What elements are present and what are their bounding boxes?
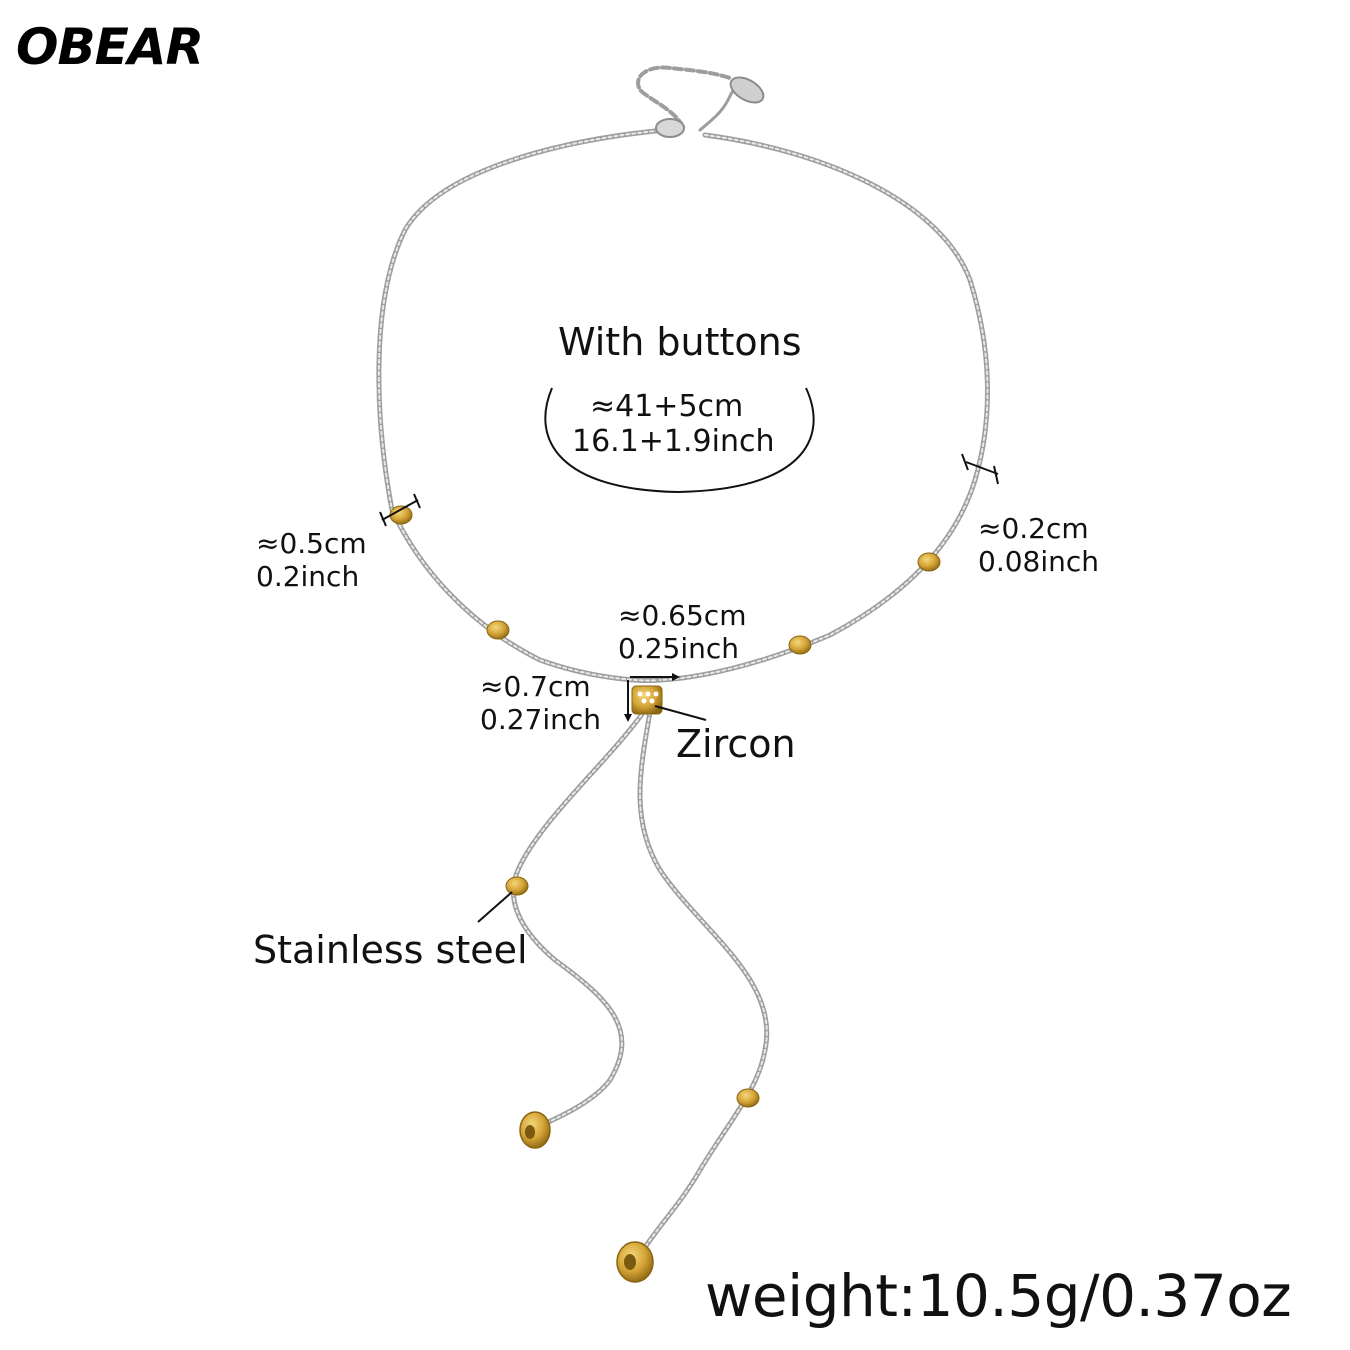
dimension-cm: ≈0.65cm [618, 599, 747, 632]
dimension-cm: ≈0.2cm [978, 512, 1089, 545]
material-callout: Stainless steel [253, 928, 528, 972]
dimension-inch: 0.25inch [618, 632, 740, 665]
weight-label: weight:10.5g/0.37oz [705, 1262, 1292, 1330]
dimension-cm: ≈0.5cm [256, 527, 367, 560]
dimension-chain-label: ≈0.2cm 0.08inch [978, 512, 1099, 578]
measurement-markers [379, 387, 999, 923]
dimension-inch: 0.27inch [480, 703, 602, 736]
center-title: With buttons [558, 320, 802, 364]
center-length-inch: 16.1+1.9inch [572, 424, 775, 459]
dimension-zircon-width-label: ≈0.65cm 0.25inch [618, 599, 746, 665]
brand-logo: OBEAR [16, 18, 204, 76]
dimension-inch: 0.08inch [978, 545, 1100, 578]
gold-beads [389, 505, 941, 1108]
center-length-cm: ≈41+5cm [590, 389, 744, 424]
end-beads [519, 1111, 654, 1283]
dimension-inch: 0.2inch [256, 560, 360, 593]
clasp [655, 76, 765, 138]
dimension-cm: ≈0.7cm [480, 670, 591, 703]
zircon-slider [631, 685, 663, 715]
dimension-bead-label: ≈0.5cm 0.2inch [256, 527, 367, 593]
dimension-zircon-height-label: ≈0.7cm 0.27inch [480, 670, 601, 736]
zircon-callout: Zircon [676, 722, 796, 766]
